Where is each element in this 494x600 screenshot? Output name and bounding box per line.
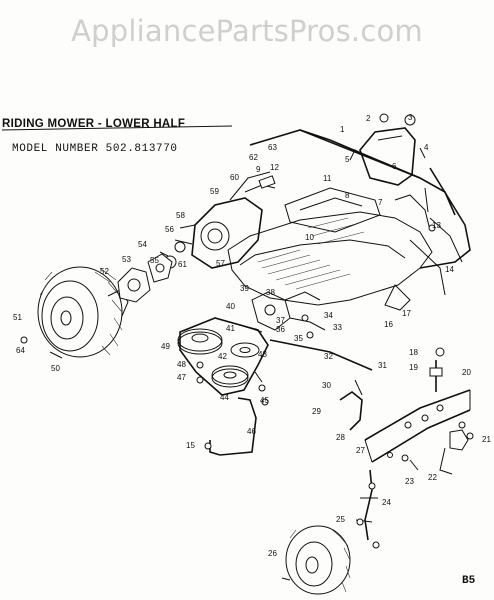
front-wheel (281, 525, 351, 595)
callout-60: 60 (230, 173, 239, 182)
callout-17: 17 (402, 309, 411, 318)
callout-11: 11 (323, 174, 332, 183)
callout-8: 8 (345, 191, 350, 200)
callout-31: 31 (378, 361, 387, 370)
callout-61: 61 (178, 260, 187, 269)
callout-56: 56 (165, 225, 174, 234)
callout-14: 14 (445, 265, 454, 274)
rear-wheel-left (20, 253, 173, 359)
callout-38: 38 (266, 288, 275, 297)
callout-51: 51 (13, 313, 22, 322)
callout-15: 15 (186, 441, 195, 450)
callout-21: 21 (482, 435, 491, 444)
callout-6: 6 (392, 162, 397, 171)
callout-29: 29 (312, 407, 321, 416)
callout-36: 36 (276, 325, 285, 334)
callout-35: 35 (294, 334, 303, 343)
callout-44: 44 (220, 393, 229, 402)
callout-52: 52 (100, 267, 109, 276)
frame-assembly (227, 113, 471, 311)
callout-23: 23 (405, 477, 414, 486)
callout-47: 47 (177, 373, 186, 382)
callout-53: 53 (122, 255, 131, 264)
callout-28: 28 (336, 433, 345, 442)
callout-5: 5 (345, 155, 350, 164)
callout-16: 16 (384, 320, 393, 329)
page-reference: B5 (462, 575, 476, 587)
callout-33: 33 (333, 323, 342, 332)
callout-37: 37 (276, 316, 285, 325)
callout-30: 30 (322, 381, 331, 390)
callout-19: 19 (409, 363, 418, 372)
callout-20: 20 (462, 368, 471, 377)
callout-48: 48 (177, 360, 186, 369)
callout-labels: 1 2 3 4 5 6 7 8 9 10 11 12 13 14 15 16 1… (13, 113, 491, 558)
callout-27: 27 (356, 446, 365, 455)
callout-34: 34 (324, 311, 333, 320)
callout-22: 22 (428, 473, 437, 482)
callout-4: 4 (424, 143, 429, 152)
callout-45: 45 (260, 396, 269, 405)
diagram-title: RIDING MOWER - LOWER HALF (2, 118, 186, 130)
callout-12: 12 (270, 163, 279, 172)
callout-46: 46 (247, 427, 256, 436)
callout-55: 55 (150, 256, 159, 265)
callout-62: 62 (249, 153, 258, 162)
callout-2: 2 (366, 114, 371, 123)
callout-40: 40 (226, 302, 235, 311)
callout-32: 32 (324, 352, 333, 361)
callout-18: 18 (409, 348, 418, 357)
callout-9: 9 (256, 165, 261, 174)
callout-7: 7 (378, 198, 383, 207)
callout-25: 25 (336, 515, 345, 524)
callout-10: 10 (305, 233, 314, 242)
callout-24: 24 (382, 498, 391, 507)
callout-1: 1 (340, 125, 345, 134)
watermark-logo: AppliancePartsPros.com (71, 14, 423, 48)
callout-54: 54 (138, 240, 147, 249)
callout-58: 58 (176, 211, 185, 220)
title-underline (1, 125, 233, 131)
callout-49: 49 (161, 342, 170, 351)
callout-26: 26 (268, 549, 277, 558)
callout-43: 43 (258, 350, 267, 359)
callout-57: 57 (216, 259, 225, 268)
callout-64: 64 (16, 346, 25, 355)
callout-39: 39 (240, 284, 249, 293)
callout-63: 63 (268, 143, 277, 152)
callout-42: 42 (218, 352, 227, 361)
model-number: MODEL NUMBER 502.813770 (12, 143, 178, 155)
callout-3: 3 (408, 113, 413, 122)
front-axle-assembly (339, 347, 474, 549)
callout-50: 50 (51, 364, 60, 373)
callout-59: 59 (210, 187, 219, 196)
callout-13: 13 (432, 221, 441, 230)
brake-rod (204, 397, 257, 456)
pulley-belt-assembly (177, 291, 373, 406)
callout-41: 41 (226, 324, 235, 333)
